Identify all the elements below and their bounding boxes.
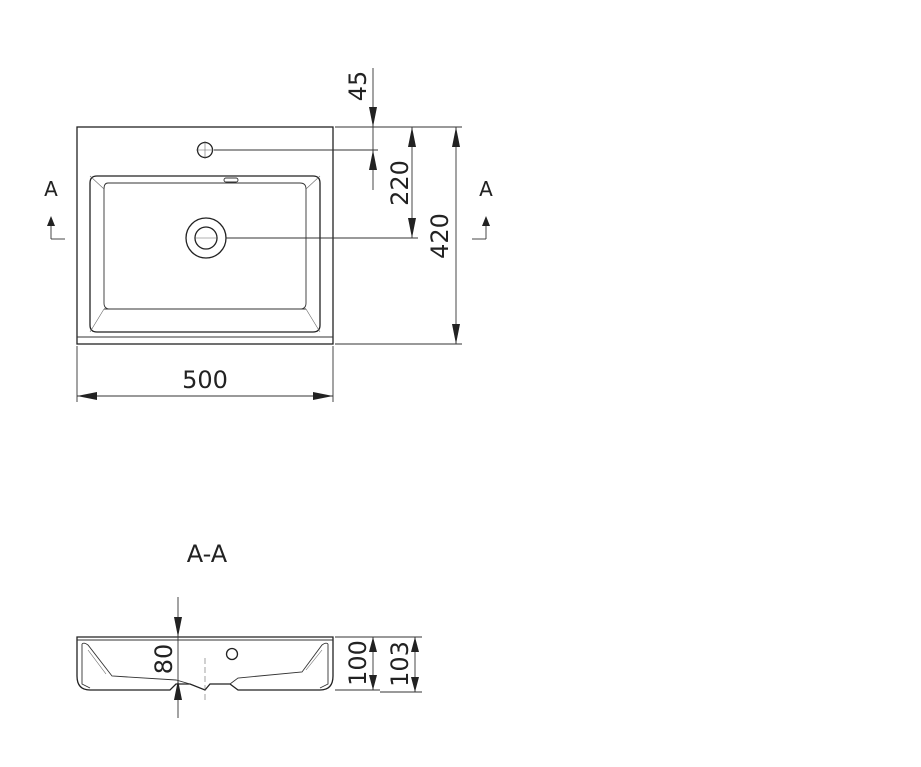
drain-dim-label: 220 <box>386 160 414 206</box>
section-dimension-80: 80 <box>150 597 182 718</box>
height-dim-label: 100 <box>344 640 372 686</box>
section-marker-left: A <box>44 177 65 240</box>
inner-depth-label: 80 <box>150 644 178 675</box>
bowl-corner-bl <box>89 308 105 333</box>
section-overflow-hole <box>225 647 239 661</box>
bowl-inner-edge <box>103 182 307 310</box>
section-right-wall <box>229 642 329 689</box>
section-view <box>76 636 334 700</box>
section-dimension-103: 103 <box>380 637 422 693</box>
section-label-right: A <box>479 177 493 201</box>
overflow-slot <box>223 177 239 183</box>
drain-dimension-220: 220 <box>226 127 418 239</box>
bowl-outer-edge <box>89 175 321 333</box>
top-view <box>76 126 334 345</box>
section-label-left: A <box>44 177 58 201</box>
section-left-wall <box>81 642 191 689</box>
section-dimension-100: 100 <box>335 636 422 691</box>
width-dimension: 500 <box>76 346 334 402</box>
bowl-corner-br <box>305 308 321 333</box>
tap-dim-label: 45 <box>344 71 372 102</box>
basin-outline <box>76 126 334 345</box>
width-dim-label: 500 <box>182 366 228 394</box>
bowl-corner-tr <box>305 175 321 190</box>
section-title: A-A <box>187 540 228 568</box>
bowl-corner-tl <box>89 175 105 190</box>
depth-dim-label: 420 <box>426 213 454 259</box>
depth-dimension-420: 420 <box>335 126 462 345</box>
section-marker-right: A <box>472 177 493 240</box>
total-height-dim-label: 103 <box>386 641 414 687</box>
tap-dimension-45: 45 <box>214 68 378 190</box>
section-outline <box>76 636 334 691</box>
